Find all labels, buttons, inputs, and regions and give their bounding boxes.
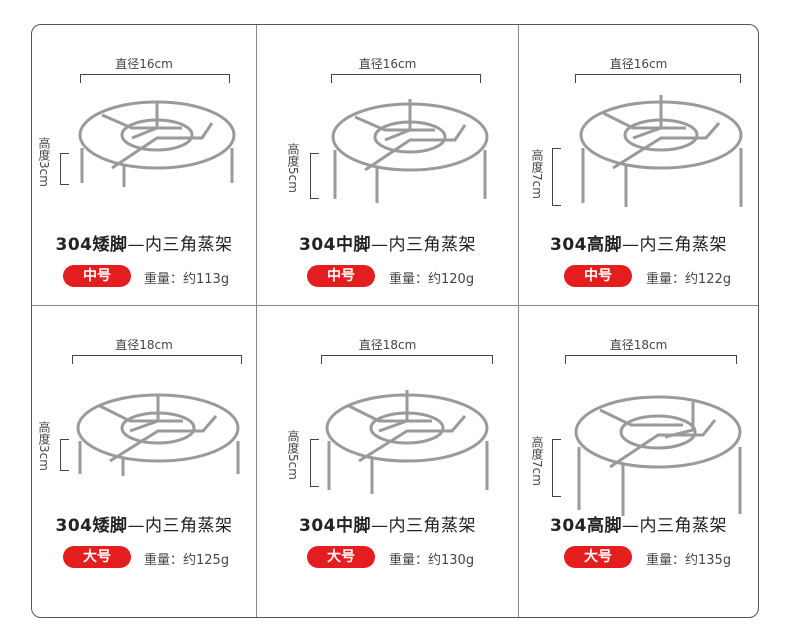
title-rest: —内三角蒸架	[371, 235, 476, 255]
height-label: 高度7cm	[530, 149, 544, 199]
size-badge: 中号	[63, 265, 131, 287]
product-grid-frame: 直径16cm 高度3cm 304矮脚—内三角蒸架 中号 重量：约113g 直径1…	[31, 24, 759, 618]
product-card[interactable]: 直径18cm 高度7cm 304高脚—内三角蒸架 大号 重量：约135g	[519, 306, 758, 586]
size-badge: 大号	[564, 546, 632, 568]
steamer-rack-icon	[325, 390, 489, 494]
steamer-rack-icon	[76, 393, 240, 476]
title-bold: 304中脚	[299, 235, 371, 255]
divider	[256, 25, 257, 617]
diameter-bracket	[565, 355, 737, 364]
height-bracket	[310, 439, 319, 487]
height-label: 高度7cm	[530, 436, 544, 486]
title-bold: 304矮脚	[55, 516, 128, 536]
weight-text: 重量：约120g	[389, 272, 475, 287]
steamer-rack-icon	[78, 100, 236, 187]
height-bracket	[60, 439, 69, 471]
height-label: 高度5cm	[286, 430, 300, 480]
product-card[interactable]: 直径18cm 高度5cm 304中脚—内三角蒸架 大号 重量：约130g	[257, 306, 518, 586]
diameter-label: 直径18cm	[115, 338, 173, 352]
weight-text: 重量：约122g	[646, 272, 732, 287]
title-rest: —内三角蒸架	[622, 235, 727, 255]
divider	[518, 25, 519, 617]
weight-text: 重量：约113g	[144, 272, 230, 287]
title-rest: —内三角蒸架	[622, 516, 727, 536]
height-label: 高度3cm	[37, 137, 51, 187]
steamer-rack-icon	[579, 95, 743, 207]
height-bracket	[552, 148, 561, 206]
product-title: 304高脚—内三角蒸架	[519, 511, 758, 536]
height-label: 高度3cm	[37, 421, 51, 471]
diameter-label: 直径18cm	[609, 338, 668, 352]
diameter-bracket	[321, 355, 493, 364]
divider	[32, 305, 758, 306]
size-badge: 大号	[63, 546, 131, 568]
height-bracket	[60, 153, 69, 185]
product-card[interactable]: 直径16cm 高度7cm 304高脚—内三角蒸架 中号 重量：约122g	[519, 25, 758, 305]
title-rest: —内三角蒸架	[127, 235, 233, 255]
title-bold: 304高脚	[550, 516, 622, 536]
diameter-label: 直径16cm	[115, 57, 173, 71]
diameter-label: 直径18cm	[358, 338, 417, 352]
size-badge: 中号	[307, 265, 375, 287]
height-bracket	[310, 153, 319, 199]
diameter-bracket	[575, 74, 741, 83]
diameter-bracket	[80, 74, 230, 83]
weight-text: 重量：约135g	[646, 553, 732, 568]
steamer-rack-icon	[574, 395, 742, 516]
product-card[interactable]: 直径16cm 高度5cm 304中脚—内三角蒸架 中号 重量：约120g	[257, 25, 518, 305]
title-bold: 304中脚	[299, 516, 371, 536]
weight-text: 重量：约125g	[144, 553, 230, 568]
height-bracket	[552, 439, 561, 497]
size-badge: 中号	[564, 265, 632, 287]
steamer-rack-icon	[331, 99, 489, 203]
diameter-bracket	[331, 74, 481, 83]
grid: 直径16cm 高度3cm 304矮脚—内三角蒸架 中号 重量：约113g 直径1…	[32, 25, 758, 617]
title-rest: —内三角蒸架	[371, 516, 476, 536]
product-title: 304中脚—内三角蒸架	[257, 230, 518, 255]
product-card[interactable]: 直径18cm 高度3cm 304矮脚—内三角蒸架 大号 重量：约125g	[32, 306, 256, 586]
product-card[interactable]: 直径16cm 高度3cm 304矮脚—内三角蒸架 中号 重量：约113g	[32, 25, 256, 305]
size-badge: 大号	[307, 546, 375, 568]
product-title: 304高脚—内三角蒸架	[519, 230, 758, 255]
product-title: 304中脚—内三角蒸架	[257, 511, 518, 536]
height-label: 高度5cm	[286, 143, 300, 193]
product-title: 304矮脚—内三角蒸架	[32, 230, 256, 255]
diameter-label: 直径16cm	[609, 57, 668, 71]
diameter-bracket	[72, 355, 242, 364]
diameter-label: 直径16cm	[358, 57, 417, 71]
weight-text: 重量：约130g	[389, 553, 475, 568]
title-rest: —内三角蒸架	[127, 516, 233, 536]
title-bold: 304高脚	[550, 235, 622, 255]
product-title: 304矮脚—内三角蒸架	[32, 511, 256, 536]
title-bold: 304矮脚	[55, 235, 128, 255]
